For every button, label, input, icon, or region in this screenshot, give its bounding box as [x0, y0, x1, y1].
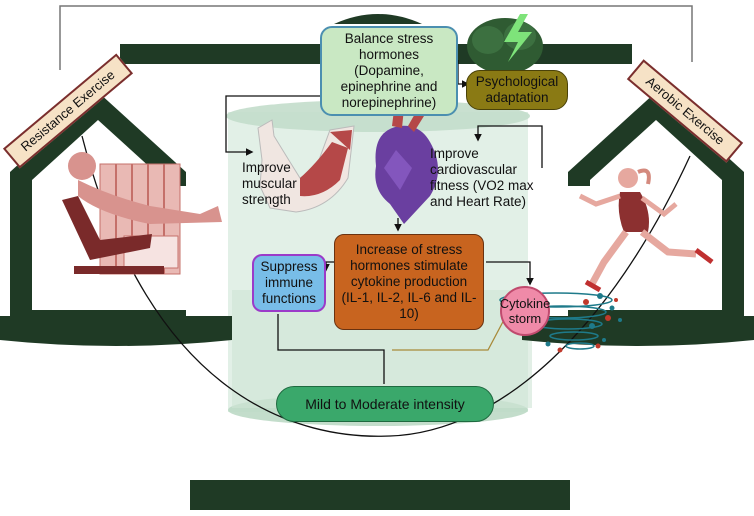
leg-press-icon: [62, 152, 222, 275]
line-cytokine-to-intensity: [392, 315, 507, 351]
arrow-balance-to-arm: [225, 95, 320, 156]
suppress-immune-box: Suppress immune functions: [252, 254, 326, 312]
scale-knob: [334, 14, 422, 24]
improve-cardiovascular-label: Improve cardiovascular fitness (VO2 max …: [430, 146, 550, 210]
balance-stress-hormones-box: Balance stress hormones (Dopamine, epine…: [320, 26, 458, 116]
arm-muscle-icon: [257, 119, 355, 213]
top-connector-line: [59, 5, 693, 70]
psychological-adaptation-box: Psychological adaptation: [466, 70, 568, 110]
improve-muscular-strength-label: Improve muscular strength: [242, 160, 324, 208]
cytokine-storm-box: Cytokine storm: [500, 286, 550, 336]
arrow-increase-to-cytokine: [486, 261, 534, 286]
intensity-box: Mild to Moderate intensity: [276, 386, 494, 422]
suppress-immune-text: Suppress immune functions: [260, 259, 318, 306]
arrow-cardio-from-right: [474, 125, 543, 168]
arrow-balance-to-psych: [457, 60, 470, 88]
improve-muscular-strength-text: Improve muscular strength: [242, 160, 297, 207]
psychological-adaptation-text: Psychological adaptation: [475, 74, 559, 105]
cytokine-production-text: Increase of stress hormones stimulate cy…: [341, 242, 477, 321]
runner-icon: [578, 168, 714, 293]
balance-stress-hormones-text: Balance stress hormones (Dopamine, epine…: [340, 31, 438, 110]
right-scale-pan: [522, 92, 754, 346]
cytokine-production-box: Increase of stress hormones stimulate cy…: [334, 234, 484, 330]
cytokine-storm-text: Cytokine storm: [499, 295, 551, 326]
improve-cardiovascular-text: Improve cardiovascular fitness (VO2 max …: [430, 146, 534, 209]
left-scale-pan: [0, 92, 232, 346]
pendulum-arc: [81, 135, 691, 437]
line-suppress-to-intensity: [277, 314, 385, 384]
intensity-text: Mild to Moderate intensity: [305, 395, 465, 412]
scale-base: [190, 480, 570, 510]
